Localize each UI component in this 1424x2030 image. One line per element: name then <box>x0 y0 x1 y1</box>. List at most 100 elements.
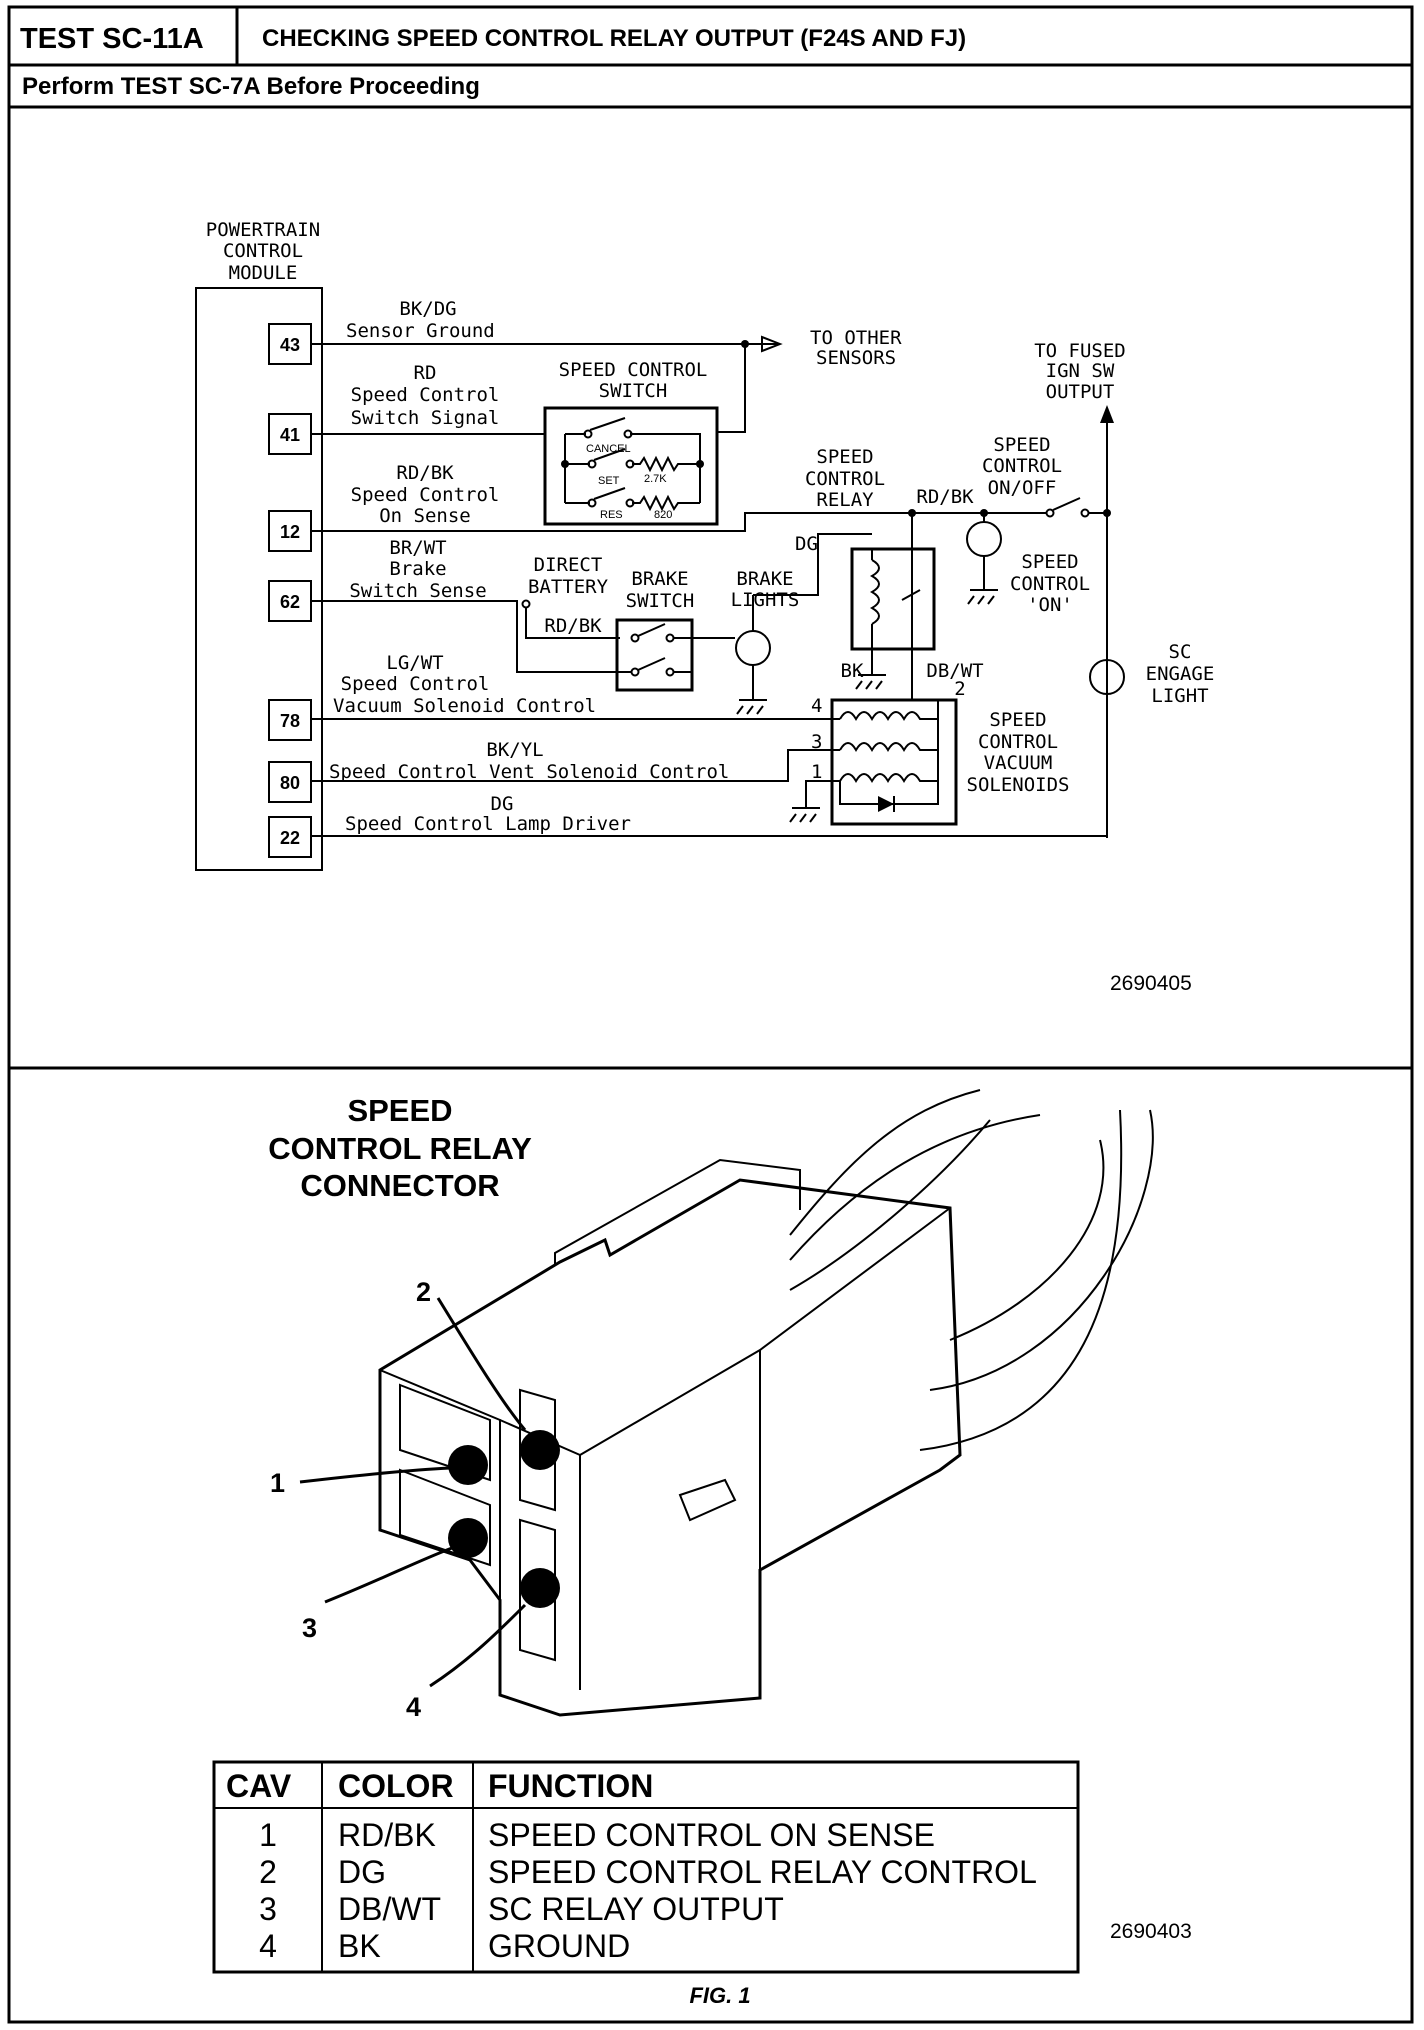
vacuum-solenoids <box>830 698 958 826</box>
test-id: TEST SC-11A <box>20 23 204 55</box>
table-cell: RD/BK <box>338 1817 436 1853</box>
set-label: SET <box>598 475 620 487</box>
sc-on-label: SPEED <box>1021 551 1078 573</box>
cavity-table: CAV COLOR FUNCTION 1 RD/BK SPEED CONTROL… <box>212 1760 1080 1974</box>
wire-function: Brake <box>389 558 446 580</box>
table-cell: DG <box>338 1854 386 1890</box>
fused-output-label: OUTPUT <box>1046 381 1115 403</box>
sc-on-lamp <box>966 521 1002 557</box>
wire-function: Speed Control Lamp Driver <box>345 813 631 835</box>
relay-connector: SPEED CONTROL RELAY CONNECTOR 1 <box>268 1089 1154 1722</box>
wire-function: Switch Sense <box>349 580 486 602</box>
wire-function: On Sense <box>379 505 471 527</box>
solenoids-label: VACUUM <box>984 752 1053 774</box>
pin-number: 62 <box>280 592 300 612</box>
sol-pin-label: 4 <box>811 695 822 717</box>
table-cell: DB/WT <box>338 1891 441 1927</box>
res-label: RES <box>600 509 623 521</box>
speed-control-relay <box>850 547 936 651</box>
sc-engage-label: SC <box>1169 641 1192 663</box>
fused-output-label: TO FUSED <box>1034 340 1126 362</box>
sc-on-label: 'ON' <box>1027 594 1073 616</box>
wire-function: Switch Signal <box>351 407 500 429</box>
dbwt-label: DB/WT <box>926 660 983 682</box>
wire-color: LG/WT <box>386 652 443 674</box>
sc-engage-label: LIGHT <box>1151 685 1208 707</box>
table-cell: 3 <box>259 1891 277 1927</box>
wiring-schematic: POWERTRAIN CONTROL MODULE 43 41 12 62 78… <box>195 219 1215 995</box>
sc-on-label: CONTROL <box>1010 573 1090 595</box>
connector-figure-number: 2690403 <box>1110 1920 1192 1943</box>
wire-function: Speed Control <box>341 673 490 695</box>
wire-function: Vacuum Solenoid Control <box>333 695 596 717</box>
cavity-callout-3: 3 <box>302 1613 317 1643</box>
relay-label: RELAY <box>816 489 874 511</box>
table-cell: GROUND <box>488 1928 630 1964</box>
direct-battery-label: BATTERY <box>528 576 609 598</box>
table-cell: BK <box>338 1928 381 1964</box>
rdbk-label: RD/BK <box>544 615 602 637</box>
wire-color: BK/YL <box>486 739 543 761</box>
direct-battery-label: DIRECT <box>534 554 603 576</box>
speed-control-switch <box>543 406 719 526</box>
page-frame <box>7 5 1414 2024</box>
relay-cav-label: 2 <box>954 678 965 700</box>
dg-label: DG <box>795 533 818 555</box>
page-title: CHECKING SPEED CONTROL RELAY OUTPUT (F24… <box>262 25 966 52</box>
sol-pin-label: 3 <box>811 731 822 753</box>
resistor-label: 820 <box>654 509 672 521</box>
cavity-callout-4: 4 <box>406 1692 421 1722</box>
other-sensors-label: SENSORS <box>816 347 896 369</box>
sol-pin-label: 1 <box>811 761 822 783</box>
brake-switch-label: BRAKE <box>631 568 688 590</box>
bk-label: BK <box>841 660 864 682</box>
table-header: CAV <box>226 1768 292 1804</box>
pin-number: 78 <box>280 711 300 731</box>
brake-lamp <box>735 630 771 666</box>
pin-number: 22 <box>280 828 300 848</box>
sc-engage-label: ENGAGE <box>1146 663 1215 685</box>
wire-color: DG <box>491 793 514 815</box>
solenoids-label: SOLENOIDS <box>967 774 1070 796</box>
table-cell: SPEED CONTROL ON SENSE <box>488 1817 935 1853</box>
resistor-label: 2.7K <box>644 473 667 485</box>
solenoids-label: SPEED <box>989 709 1046 731</box>
cavity-callout-2: 2 <box>416 1277 431 1307</box>
other-sensors-label: TO OTHER <box>810 327 902 349</box>
pcm-module <box>195 287 323 871</box>
connector-title: CONTROL RELAY <box>268 1131 532 1166</box>
onoff-label: CONTROL <box>982 455 1062 477</box>
wire-color: RD <box>414 362 437 384</box>
wire-color: RD/BK <box>396 462 454 484</box>
wire-function: Sensor Ground <box>346 320 495 342</box>
table-cell: 2 <box>259 1854 277 1890</box>
table-cell: SPEED CONTROL RELAY CONTROL <box>488 1854 1037 1890</box>
table-header: FUNCTION <box>488 1768 653 1804</box>
pin-number: 80 <box>280 773 300 793</box>
wire-function: Speed Control <box>351 484 500 506</box>
wire-color: BR/WT <box>389 537 446 559</box>
brake-switch <box>615 618 694 692</box>
pcm-label: CONTROL <box>223 240 303 262</box>
prerequisite-note: Perform TEST SC-7A Before Proceeding <box>22 73 480 100</box>
brake-lights-label: LIGHTS <box>731 589 800 611</box>
wire-color: BK/DG <box>399 298 456 320</box>
sc-engage-lamp <box>1089 659 1125 695</box>
pin-number: 41 <box>280 425 300 445</box>
pin-number: 43 <box>280 335 300 355</box>
onoff-label: ON/OFF <box>988 477 1057 499</box>
pin-number: 12 <box>280 522 300 542</box>
relay-wire-label: RD/BK <box>916 486 974 508</box>
connector-title: CONNECTOR <box>300 1168 499 1203</box>
schematic-figure-number: 2690405 <box>1110 972 1192 995</box>
brake-switch-label: SWITCH <box>626 590 695 612</box>
cavity-callout-1: 1 <box>270 1468 285 1498</box>
solenoids-label: CONTROL <box>978 731 1058 753</box>
figure-caption: FIG. 1 <box>689 1983 750 2008</box>
onoff-label: SPEED <box>993 434 1050 456</box>
wire-function: Speed Control <box>351 384 500 406</box>
wire-function: Speed Control Vent Solenoid Control <box>329 761 729 783</box>
pcm-label: POWERTRAIN <box>206 219 320 241</box>
relay-label: SPEED <box>816 446 873 468</box>
table-cell: 4 <box>259 1928 277 1964</box>
